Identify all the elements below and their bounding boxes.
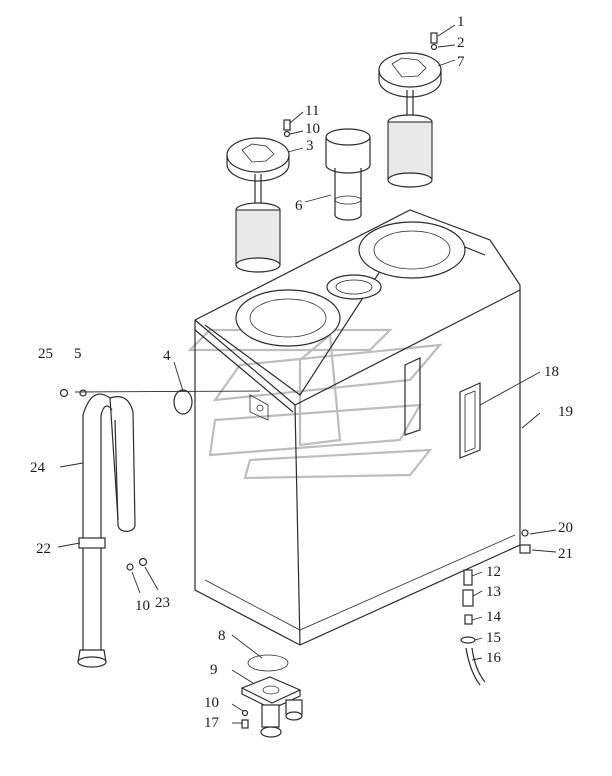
callout-21: 21 — [558, 546, 573, 562]
watermark-logo — [187, 328, 443, 480]
callout-23: 23 — [155, 595, 170, 611]
callout-8: 8 — [218, 628, 226, 644]
breather-cap — [325, 128, 371, 221]
callout-19: 19 — [558, 404, 573, 420]
drain-assembly — [460, 569, 486, 686]
callout-3: 3 — [306, 138, 314, 154]
callout-11: 11 — [305, 103, 319, 119]
callout-10-filter: 10 — [305, 121, 320, 137]
suction-pipe — [77, 389, 193, 668]
side-fittings — [519, 529, 531, 554]
bottom-flange — [240, 654, 303, 738]
callout-20: 20 — [558, 520, 573, 536]
return-filter-left — [226, 137, 290, 273]
pipe-hardware — [59, 388, 148, 571]
callout-22: 22 — [36, 541, 51, 557]
callout-1: 1 — [457, 14, 465, 30]
callout-16: 16 — [486, 650, 502, 666]
callout-9: 9 — [210, 662, 218, 678]
callout-12: 12 — [486, 564, 501, 580]
callout-10-pipe: 10 — [135, 598, 150, 614]
callout-18: 18 — [544, 364, 559, 380]
callout-25: 25 — [38, 346, 53, 362]
callout-15: 15 — [486, 630, 501, 646]
filter-bolts — [283, 32, 438, 138]
callout-6: 6 — [295, 198, 303, 214]
callout-2: 2 — [457, 35, 465, 51]
level-gauge — [459, 382, 481, 459]
callout-labels: 1 2 3 4 5 6 7 8 9 10 10 10 11 12 13 14 1… — [30, 14, 573, 731]
callout-13: 13 — [486, 584, 501, 600]
hydraulic-tank — [194, 209, 521, 646]
callout-4: 4 — [163, 348, 171, 364]
callout-7: 7 — [457, 54, 465, 70]
callout-24: 24 — [30, 460, 46, 476]
callout-14: 14 — [486, 609, 502, 625]
callout-10-bottom: 10 — [204, 695, 219, 711]
leader-lines — [57, 24, 557, 724]
return-filter-right — [378, 52, 442, 188]
callout-17: 17 — [204, 715, 220, 731]
callout-5: 5 — [74, 346, 82, 362]
